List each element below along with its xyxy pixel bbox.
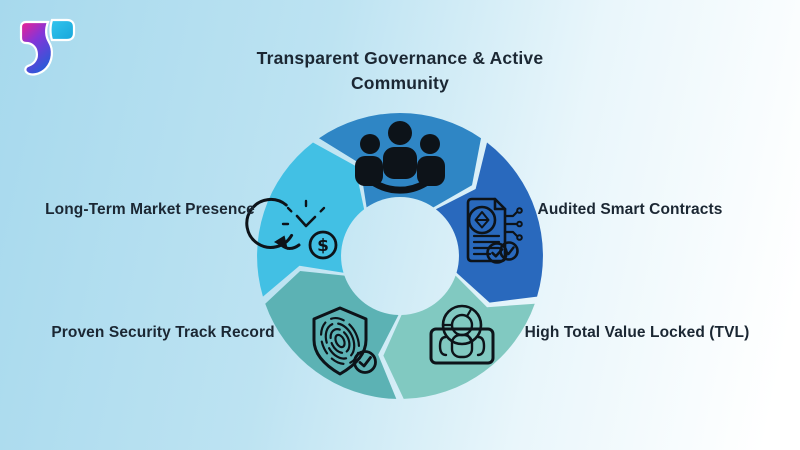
market-presence-clock-icon: $ [245, 197, 338, 260]
page-title: Transparent Governance & Active Communit… [256, 48, 544, 94]
segment-high-tvl [383, 275, 535, 399]
label-long-term-market-presence: Long-Term Market Presence [45, 201, 255, 218]
brand-logo [19, 18, 76, 76]
logo-t-swoosh [19, 20, 53, 76]
dollar-sign: $ [317, 236, 329, 256]
label-high-total-value-locked: High Total Value Locked (TVL) [524, 324, 750, 341]
logo-t-bar-right [49, 18, 76, 42]
audited-smart-contract-icon [466, 197, 523, 264]
label-proven-security-track-record: Proven Security Track Record [51, 324, 275, 341]
segment-audited-smart-contracts [435, 142, 543, 303]
label-audited-smart-contracts: Audited Smart Contracts [537, 201, 723, 218]
community-people-icon [355, 121, 445, 194]
tvl-banknote-lock-icon [429, 304, 495, 365]
security-shield-fingerprint-icon [312, 306, 377, 376]
